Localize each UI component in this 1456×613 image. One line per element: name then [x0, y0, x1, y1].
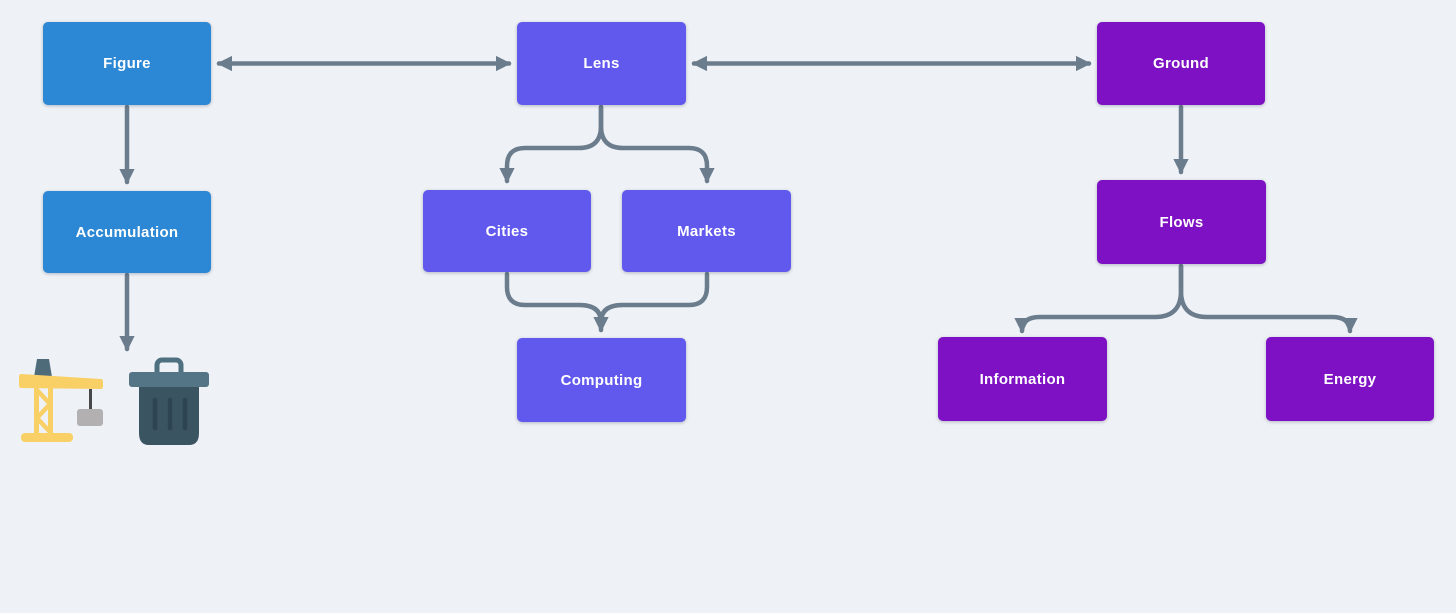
edge-lens-markets [598, 104, 715, 184]
node-energy-label: Energy [1323, 370, 1377, 388]
edge-flows-information [1014, 263, 1184, 334]
node-computing[interactable]: Computing [517, 338, 686, 422]
node-energy[interactable]: Energy [1266, 337, 1434, 421]
edge-lens-cities [499, 104, 604, 184]
node-figure-label: Figure [103, 55, 151, 72]
node-computing-label: Computing [560, 371, 643, 389]
edge-cities-computing [504, 271, 604, 325]
crane-icon [19, 359, 103, 442]
node-lens[interactable]: Lens [517, 22, 686, 105]
node-cities-label: Cities [485, 222, 529, 240]
node-figure[interactable]: Figure [43, 22, 211, 105]
node-markets[interactable]: Markets [622, 190, 791, 272]
node-lens-label: Lens [583, 55, 620, 72]
node-ground-label: Ground [1153, 55, 1209, 72]
node-accumulation-label: Accumulation [75, 223, 179, 241]
edge-markets-computing [598, 271, 710, 325]
node-information[interactable]: Information [938, 337, 1107, 421]
trash-icon [129, 357, 209, 445]
node-cities[interactable]: Cities [423, 190, 591, 272]
node-information-label: Information [979, 370, 1066, 388]
node-markets-label: Markets [677, 222, 736, 240]
node-ground[interactable]: Ground [1097, 22, 1265, 105]
node-flows-label: Flows [1159, 213, 1204, 231]
node-flows[interactable]: Flows [1097, 180, 1266, 264]
node-accumulation[interactable]: Accumulation [43, 191, 211, 273]
edge-flows-energy [1178, 263, 1358, 334]
